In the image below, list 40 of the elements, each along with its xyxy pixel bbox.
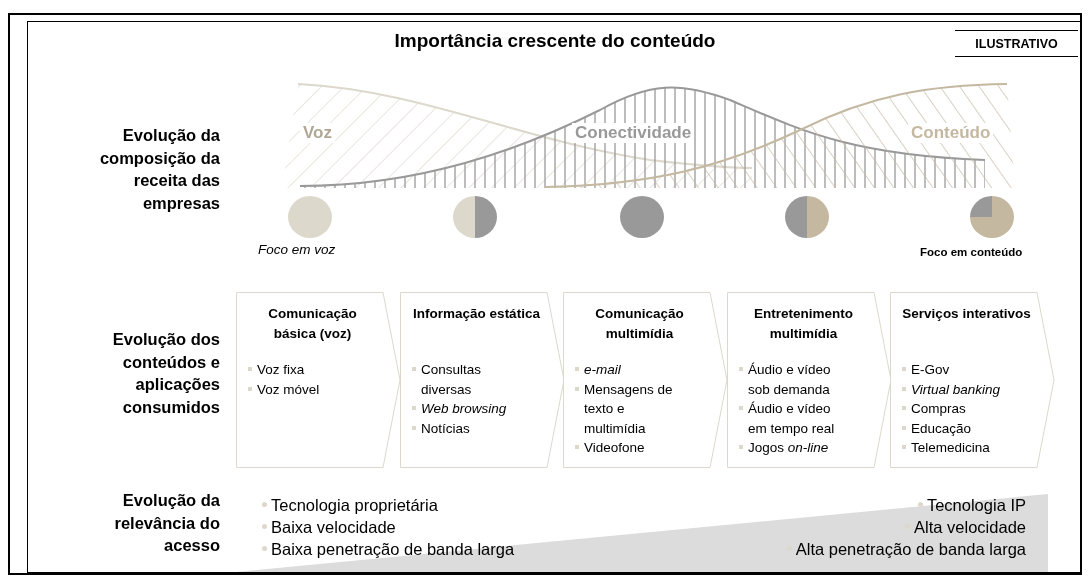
box-heading: Comunicação básica (voz)	[267, 305, 358, 343]
bullet-item: E-Gov	[902, 360, 1012, 380]
pie-caption: Foco em voz	[258, 242, 336, 257]
chevron-box	[727, 292, 892, 468]
row-label: Evolução da composição da receita das empresas	[98, 125, 220, 214]
wave-label: Voz	[300, 123, 335, 143]
chevron-box	[563, 292, 728, 468]
box-heading: Serviços interativos	[901, 305, 1032, 323]
bullet-item: Mensagens de texto e multimídia	[575, 379, 685, 438]
bullet-item: Web browsing	[412, 399, 522, 419]
bullet-item: Áudio e vídeo sob demanda	[739, 360, 849, 399]
bullet-item: Videofone	[575, 438, 685, 458]
access-text: Alta velocidade	[905, 516, 1026, 538]
stamp-label: ILUSTRATIVO	[955, 30, 1078, 57]
box-heading: Entretenimento multimídia	[753, 305, 854, 343]
box-heading: Informação estática	[412, 305, 541, 323]
access-text: Alta penetração de banda larga	[786, 538, 1026, 560]
chevron-box	[236, 292, 401, 468]
chevron-box	[890, 292, 1055, 468]
access-text: Baixa penetração de banda larga	[262, 538, 515, 560]
bullet-item: Voz fixa	[248, 360, 358, 380]
bullet-item: Compras	[902, 399, 1012, 419]
bullet-item: Virtual banking	[902, 379, 1012, 399]
bullet-item: Telemedicina	[902, 438, 1012, 458]
bullet-item: Voz móvel	[248, 379, 358, 399]
box-heading: Comunicação multimídia	[594, 305, 685, 343]
pie-caption: Foco em conteúdo	[920, 246, 1023, 258]
access-text: Tecnologia IP	[917, 494, 1026, 516]
bullet-item: e-mail	[575, 360, 685, 380]
access-text: Baixa velocidade	[262, 516, 396, 538]
bullet-item: Jogos on-line	[739, 438, 849, 458]
wave-label: Conteúdo	[908, 123, 994, 143]
row-label: Evolução dos conteúdos e aplicações consumidos	[111, 329, 220, 418]
bullet-item: Consultas diversas	[412, 360, 522, 399]
access-text: Tecnologia proprietária	[262, 494, 438, 516]
chevron-box	[400, 292, 565, 468]
title: Importância crescente do conteúdo	[393, 30, 717, 52]
row-label: Evolução da relevância do acesso	[113, 490, 220, 556]
bullet-item: Notícias	[412, 418, 522, 438]
bullet-item: Educação	[902, 418, 1012, 438]
